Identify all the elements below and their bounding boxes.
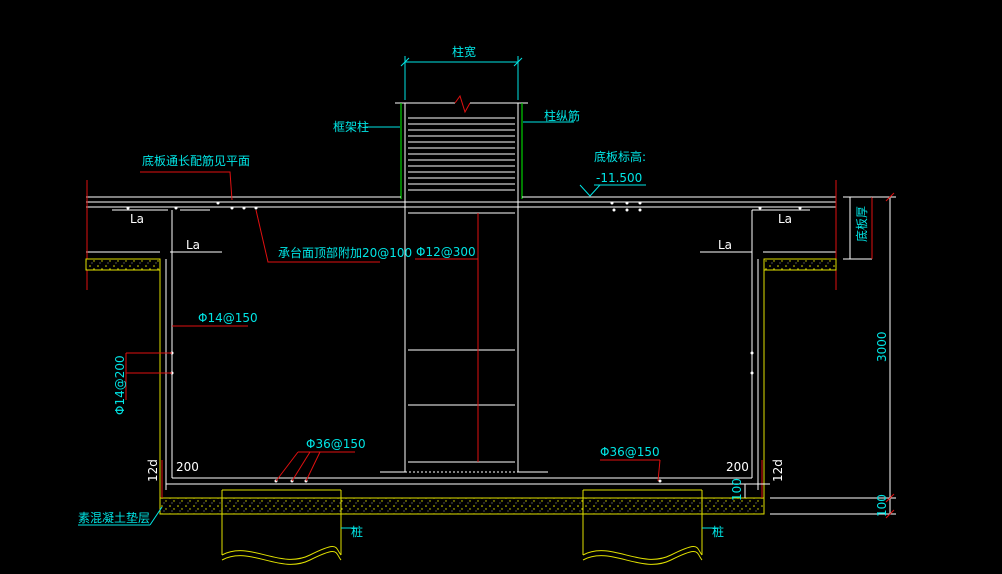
col-width-label: 柱宽 [452, 44, 476, 59]
dim-100a: 100 [730, 478, 744, 501]
column-ties [408, 117, 515, 463]
col-width-dimension: 柱宽 [400, 44, 523, 100]
col-tie-label: Φ12@300 [416, 245, 476, 259]
bottom-bar-left-label: Φ36@150 [306, 437, 366, 451]
col-rebar-label: 柱纵筋 [544, 108, 580, 123]
fill-right [763, 258, 837, 271]
dim-12d-left: 12d [146, 459, 160, 482]
side-bar-h-label: Φ14@150 [198, 311, 258, 325]
pile-right [582, 489, 703, 565]
col-frame-label: 框架柱 [333, 119, 369, 134]
column [380, 94, 548, 473]
la-label-4: La [718, 238, 732, 252]
bedding-label: 素混凝土垫层 [78, 510, 150, 525]
slab [86, 180, 837, 290]
dim-100b: 100 [875, 494, 889, 517]
slab-elev-value: -11.500 [596, 171, 642, 185]
right-dimensions: 底板厚 3000 100 100 [730, 192, 896, 519]
fill-left [85, 258, 161, 271]
dim-200-right: 200 [726, 460, 749, 474]
pile-cap [159, 210, 765, 498]
pile-left [221, 489, 342, 565]
rebar-dots [126, 201, 802, 483]
la-label-1: La [130, 212, 144, 226]
pile-right-label: 桩 [712, 524, 724, 539]
slab-elev-label: 底板标高: [594, 149, 646, 164]
bedding-layer [159, 497, 765, 515]
slab-top-bar-label: 底板通长配筋见平面 [142, 153, 250, 168]
la-label-3: La [778, 212, 792, 226]
dim-200-left: 200 [176, 460, 199, 474]
side-bar-v-label: Φ14@200 [113, 355, 127, 415]
la-label-2: La [186, 238, 200, 252]
pile-left-label: 桩 [351, 524, 363, 539]
bottom-bar-right-label: Φ36@150 [600, 445, 660, 459]
cap-top-bar-label: 承台面顶部附加20@100 [278, 245, 412, 260]
dim-12d-right: 12d [771, 459, 785, 482]
slab-thk-label: 底板厚 [854, 206, 869, 242]
dim-3000: 3000 [875, 331, 889, 362]
